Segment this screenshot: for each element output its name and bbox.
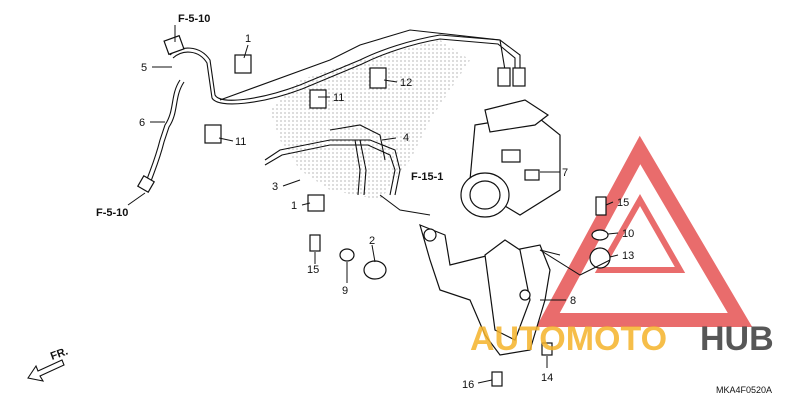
callout: 5 <box>141 62 147 74</box>
clip <box>204 124 222 144</box>
callout: 1 <box>291 200 297 212</box>
pipe-fitting <box>136 174 156 194</box>
collar <box>591 229 609 241</box>
callout: 7 <box>562 167 568 179</box>
callout: 15 <box>307 264 319 276</box>
callout: 6 <box>139 117 145 129</box>
callout: 11 <box>333 92 344 104</box>
bolt <box>309 234 321 252</box>
watermark-logo <box>536 135 753 327</box>
callout: 16 <box>462 379 474 391</box>
callout: 2 <box>369 235 375 247</box>
watermark-text-a: AUTOMOTO <box>470 320 667 358</box>
bolt <box>491 371 503 387</box>
frame-shading <box>270 40 470 200</box>
callout: 8 <box>570 295 576 307</box>
callout: 4 <box>403 132 409 144</box>
mounting-bracket <box>419 223 551 356</box>
ref-label: F-5-10 <box>178 13 210 25</box>
abs-modulator <box>460 99 561 218</box>
direction-label: FR. <box>49 345 70 362</box>
nut <box>541 342 553 356</box>
callout: 13 <box>622 250 634 262</box>
callout: 11 <box>235 136 246 148</box>
front-arrow-icon <box>27 359 65 382</box>
pipe-fitting <box>497 67 511 87</box>
bolt <box>595 196 607 216</box>
ref-label: F-15-1 <box>411 171 443 183</box>
collar <box>339 248 355 262</box>
callout: 10 <box>622 228 634 240</box>
ref-label: F-5-10 <box>96 207 128 219</box>
callout: 9 <box>342 285 348 297</box>
callout: 3 <box>272 181 278 193</box>
clamp <box>307 194 325 212</box>
callout: 14 <box>541 372 553 384</box>
diagram-code: MKA4F0520A <box>716 385 772 395</box>
pipe-fitting <box>512 67 526 87</box>
callout: 1 <box>245 33 251 45</box>
brake-pipes <box>144 29 521 196</box>
clip <box>369 67 387 89</box>
clamp <box>234 54 252 74</box>
callout: 15 <box>617 197 629 209</box>
callout: 12 <box>400 77 412 89</box>
pipe-fitting <box>163 34 185 56</box>
watermark-text-b: HUB <box>700 320 774 358</box>
rubber-mount <box>363 260 387 280</box>
leader-lines <box>150 44 619 384</box>
clip <box>309 89 327 109</box>
